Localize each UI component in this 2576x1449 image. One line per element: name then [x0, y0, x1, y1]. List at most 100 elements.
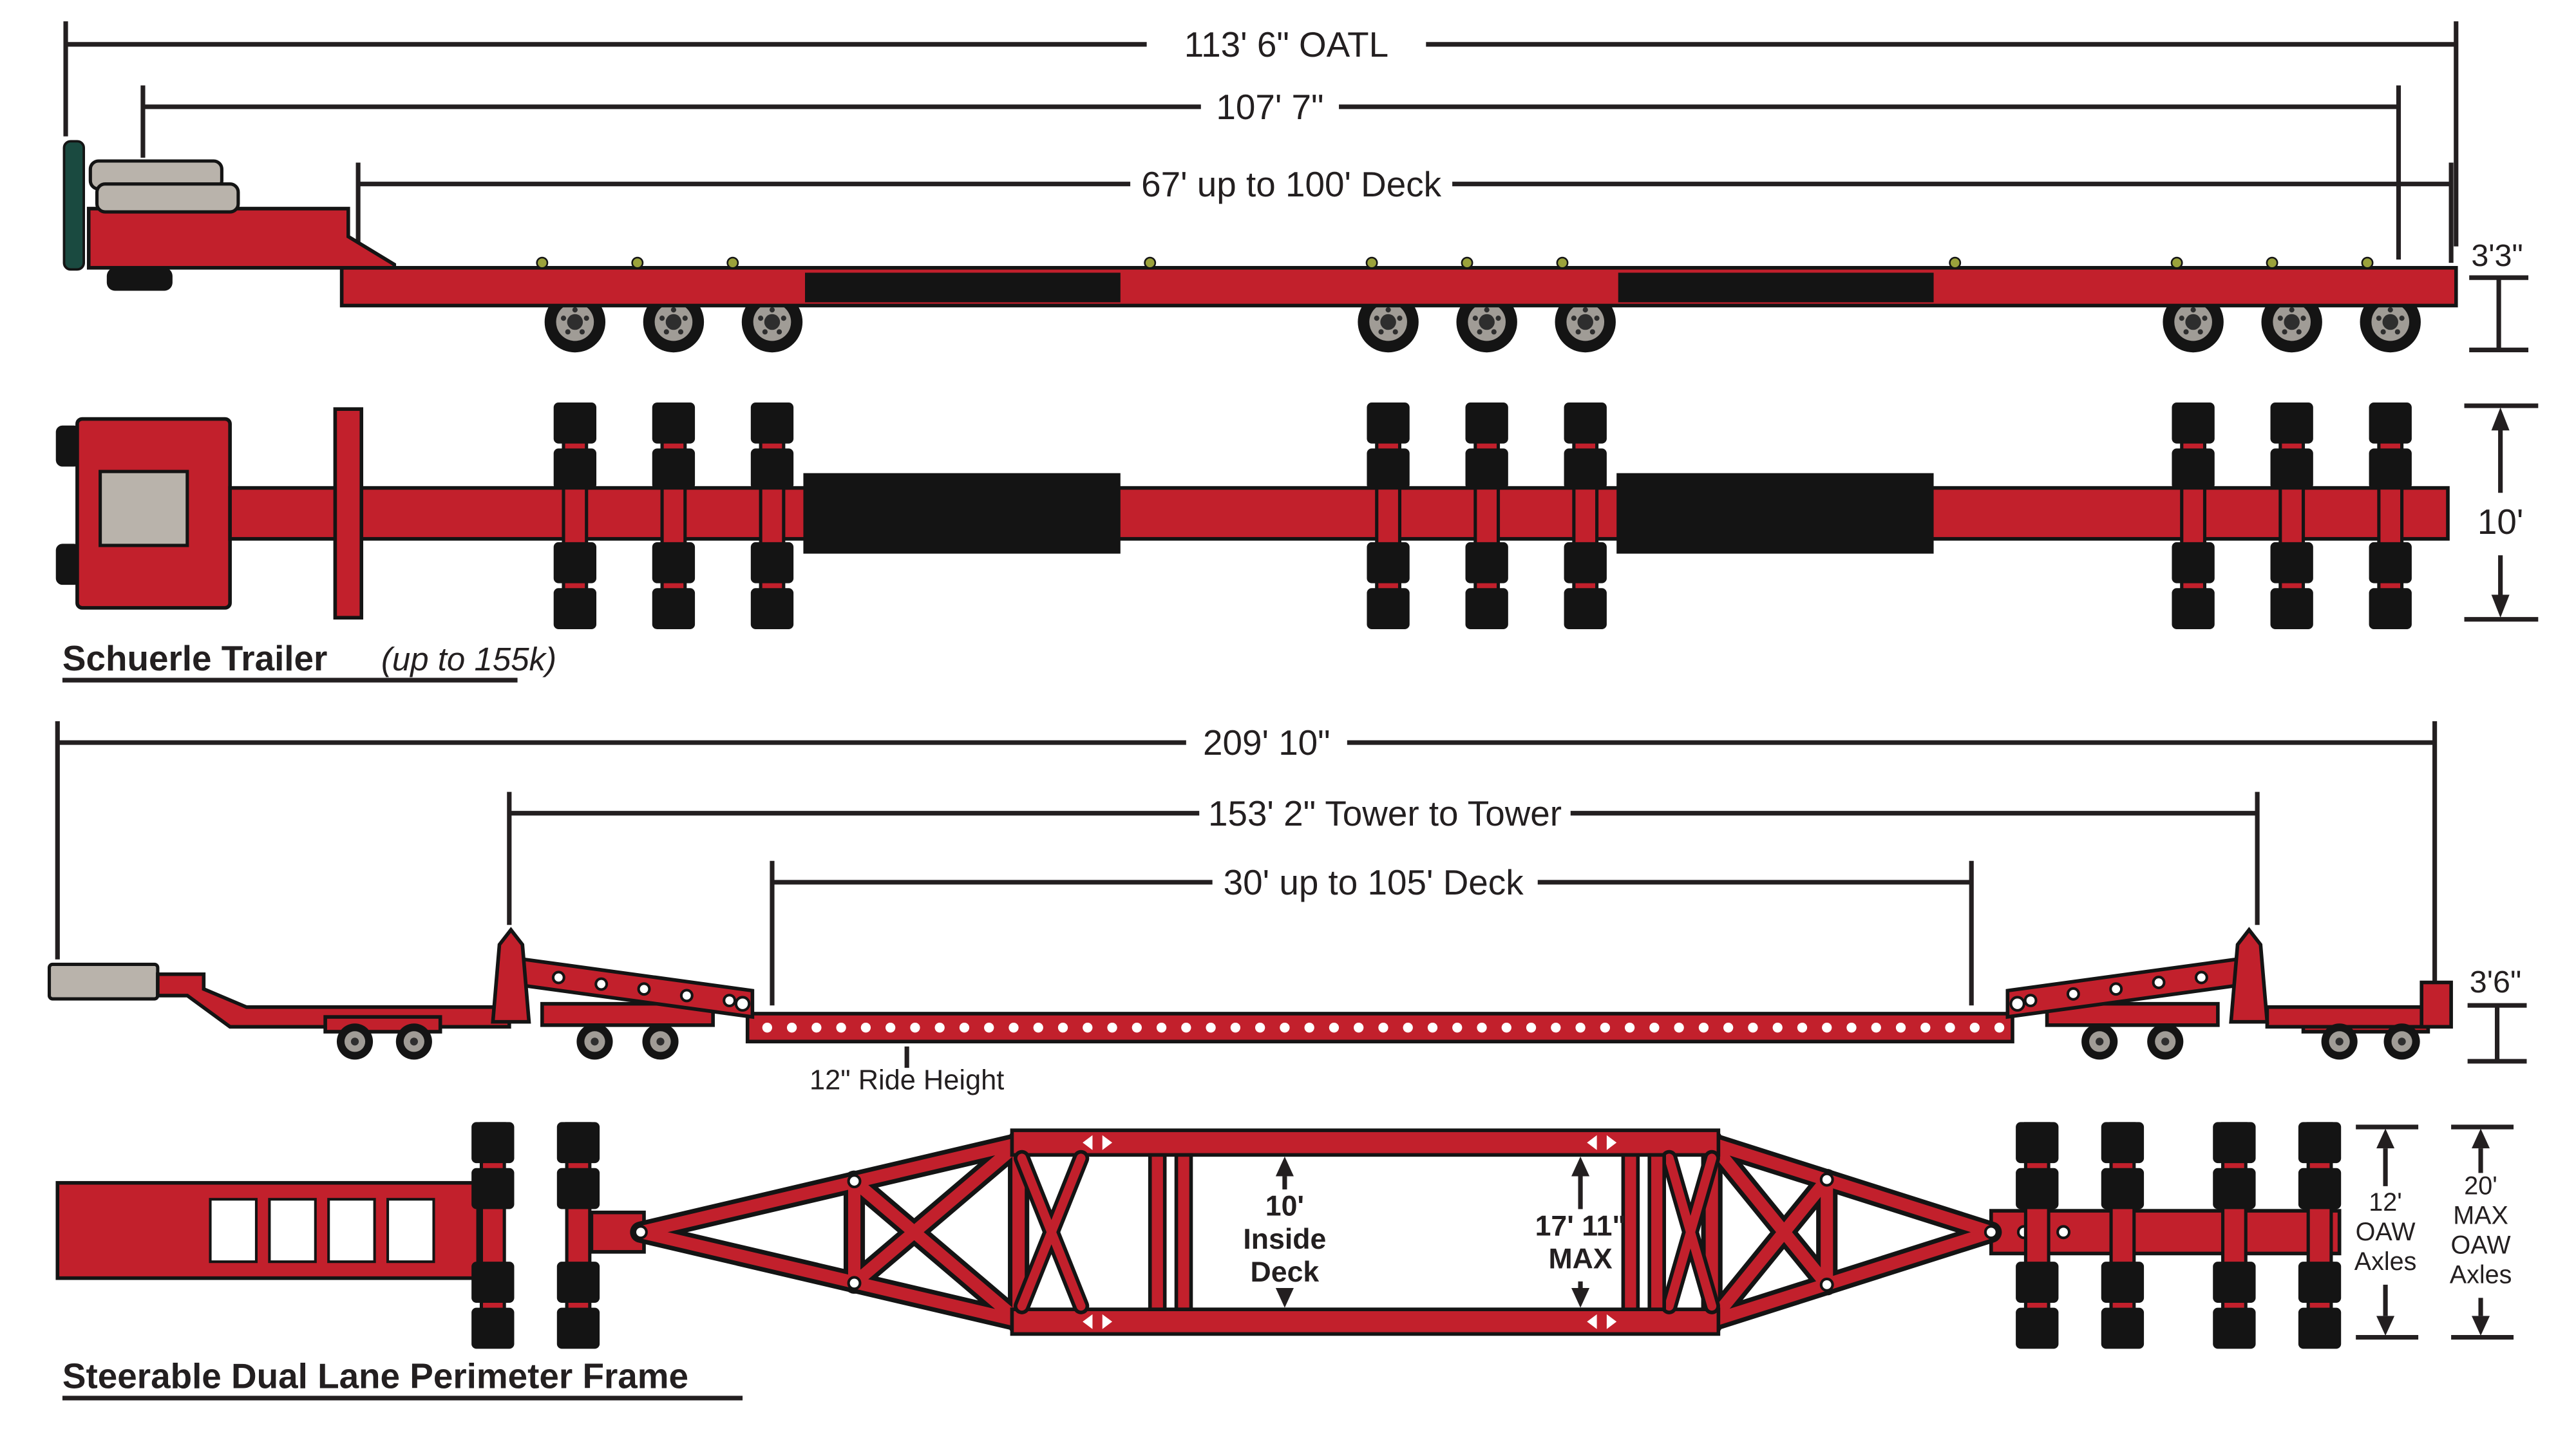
deck-hole — [1107, 1023, 1117, 1033]
deck-hole — [1871, 1023, 1881, 1033]
schuerle-top-view: 10' — [55, 402, 2539, 629]
tiedown-dot — [2266, 256, 2278, 269]
max-oaw-l1: 20' — [2464, 1172, 2497, 1200]
deck-hole — [1206, 1023, 1216, 1033]
deck-hole — [1230, 1023, 1241, 1033]
arm-hole — [2152, 976, 2166, 989]
dim-label-bg — [1212, 860, 1538, 904]
arrowhead-up — [1275, 1156, 1294, 1177]
deck-hole — [934, 1023, 945, 1033]
tiedown-dot — [536, 256, 549, 269]
dim-line-dl-height — [2467, 1003, 2527, 1064]
arm-hole — [679, 989, 694, 1003]
arrowhead-up — [2491, 407, 2510, 431]
schuerle-gooseneck — [86, 207, 397, 270]
deck-holes — [762, 1023, 2005, 1033]
rear-end-step — [2420, 980, 2453, 1029]
oaw-l2: OAW — [2356, 1218, 2416, 1246]
inside-deck-l1: 10' — [1265, 1191, 1304, 1222]
left-tower-mast — [491, 927, 531, 1024]
dual-lane-side-view: 12" Ride Height 3'6" — [47, 927, 2527, 1095]
arm-hole — [551, 971, 565, 985]
arrowhead-down — [2376, 1316, 2395, 1336]
deck-hole — [1575, 1023, 1586, 1033]
arrowhead-down — [1275, 1288, 1294, 1308]
deck-hole — [1674, 1023, 1684, 1033]
truss-members-outline — [630, 1129, 1030, 1335]
deck-hole — [811, 1023, 822, 1033]
deck-hole — [1920, 1023, 1931, 1033]
ride-height-label: 12" Ride Height — [810, 1065, 1004, 1095]
arrowhead-up — [1571, 1156, 1590, 1177]
perimeter-rail-top — [1010, 1128, 1721, 1157]
schuerle-spine-beam — [228, 486, 2450, 541]
deck-hole — [1624, 1023, 1635, 1033]
cross-member — [1148, 1153, 1167, 1311]
deck-hole — [1452, 1023, 1463, 1033]
oaw-l1: 12' — [2369, 1188, 2402, 1217]
tiedown-dot — [726, 256, 739, 269]
tiedown-dot — [1144, 256, 1157, 269]
arm-hole — [2023, 994, 2038, 1008]
max-width-l1: 17' 11" — [1535, 1210, 1626, 1242]
arm-hole — [723, 994, 737, 1008]
max-oaw-l4: Axles — [2450, 1260, 2512, 1289]
right-tower-mast — [2229, 927, 2269, 1024]
deck-hole — [1403, 1023, 1413, 1033]
counterweight-block — [95, 182, 240, 214]
deck-hole — [1895, 1023, 1906, 1033]
deck-hole — [1427, 1023, 1438, 1033]
dim-label-bg — [1186, 721, 1347, 764]
ladder-window — [209, 1198, 258, 1264]
arrowhead-up — [2376, 1128, 2395, 1149]
schuerle-height-label: 3'3" — [2471, 238, 2523, 273]
arm-hole — [594, 977, 609, 991]
inside-deck-l2: Inside — [1243, 1224, 1326, 1255]
tiedown-dot — [2170, 256, 2183, 269]
deck-hole — [1083, 1023, 1093, 1033]
dim-label-bg — [1130, 162, 1453, 205]
x-brace — [1664, 1153, 1717, 1311]
tractor-mirror — [55, 544, 80, 585]
arm-pivot — [2009, 996, 2025, 1012]
tractor-mirror — [55, 425, 80, 467]
wheel-icon — [2081, 1023, 2118, 1060]
deck-hole — [1748, 1023, 1758, 1033]
arrowhead-down — [2491, 594, 2510, 618]
wheel-icon — [2383, 1023, 2420, 1060]
wheel-icon — [642, 1023, 679, 1060]
wheel-icon — [2321, 1023, 2358, 1060]
deck-hole — [1822, 1023, 1832, 1033]
dl-tower-label: 153' 2" Tower to Tower — [1208, 793, 1562, 833]
truss-joint — [1819, 1277, 1834, 1292]
ladder-window — [327, 1198, 376, 1264]
max-width-dimension: 17' 11" MAX — [1535, 1156, 1626, 1308]
perimeter-rail-bottom — [1010, 1307, 1721, 1336]
deck-hole — [1846, 1023, 1857, 1033]
tiedown-dot — [1556, 256, 1569, 269]
deck-hole — [1033, 1023, 1043, 1033]
deck-hole — [1057, 1023, 1068, 1033]
tiedown-dot — [631, 256, 644, 269]
deck-hole — [1698, 1023, 1709, 1033]
left-truss — [630, 1129, 1030, 1335]
schuerle-width-label: 10' — [2477, 502, 2523, 542]
deck-insert-top — [1616, 473, 1934, 554]
right-truss — [1701, 1129, 2002, 1335]
inside-deck-dimension: 10' Inside Deck — [1243, 1156, 1326, 1308]
deck-hole — [1649, 1023, 1660, 1033]
max-oaw-dimension: 20' MAX OAW Axles — [2450, 1124, 2514, 1340]
deck-hole — [1600, 1023, 1610, 1033]
truss-members — [1705, 1133, 1998, 1331]
deck-hole — [1772, 1023, 1783, 1033]
truss-members — [634, 1133, 1025, 1331]
schuerle-107-label: 107' 7" — [1216, 87, 1323, 127]
tiedown-dot — [1461, 256, 1473, 269]
schuerle-deck-insert — [805, 272, 1121, 303]
arrowhead-down — [1571, 1288, 1590, 1308]
arm-hole — [2109, 982, 2123, 996]
dual-lane-title-block: Steerable Dual Lane Perimeter Frame — [62, 1356, 743, 1401]
deck-hole — [959, 1023, 970, 1033]
deck-hole — [1378, 1023, 1388, 1033]
schuerle-deck-insert — [1618, 272, 1934, 303]
